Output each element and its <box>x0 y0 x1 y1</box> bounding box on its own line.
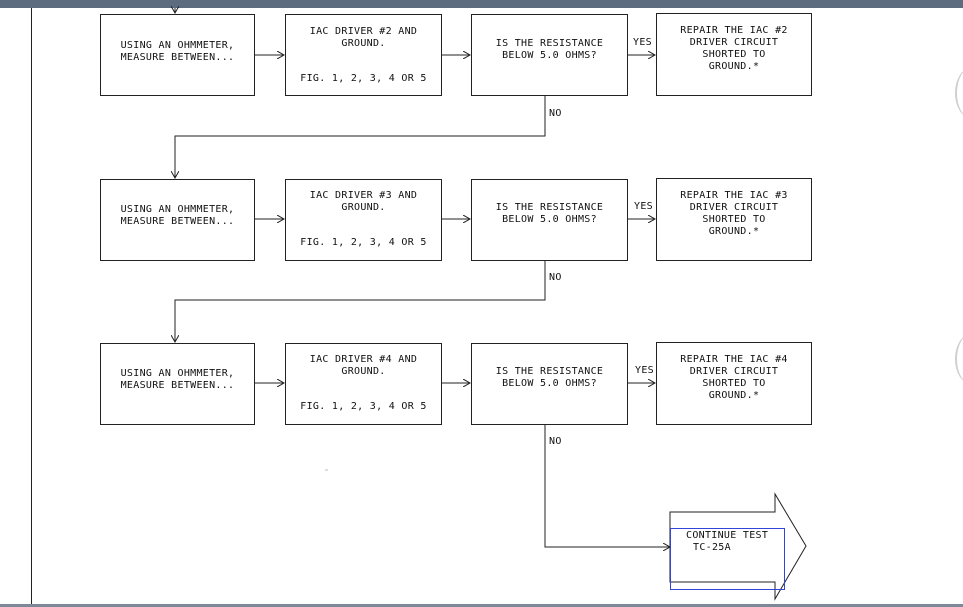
driver-step-box: IAC DRIVER #2 AND GROUND. FIG. 1, 2, 3, … <box>285 14 442 96</box>
yes-label: YES <box>634 201 653 212</box>
repair-line: REPAIR THE IAC #4 <box>680 354 788 365</box>
continue-line: CONTINUE TEST <box>686 530 769 541</box>
connector-line <box>544 424 670 547</box>
question-line: IS THE RESISTANCE <box>495 202 604 213</box>
measure-step-box: USING AN OHMMETER, MEASURE BETWEEN... <box>100 179 255 261</box>
yes-label: YES <box>635 365 654 376</box>
repair-line: SHORTED TO <box>702 214 766 225</box>
repair-line: SHORTED TO <box>702 49 766 60</box>
question-line: IS THE RESISTANCE <box>495 38 604 49</box>
measure-line: MEASURE BETWEEN... <box>120 52 235 63</box>
driver-line: GROUND. <box>341 366 386 377</box>
figure-reference: FIG. 1, 2, 3, 4 OR 5 <box>300 401 427 412</box>
decision-box: IS THE RESISTANCE BELOW 5.0 OHMS? <box>471 343 628 425</box>
no-label: NO <box>549 108 562 119</box>
driver-line: GROUND. <box>341 38 386 49</box>
driver-line: IAC DRIVER #4 AND <box>309 354 418 365</box>
question-line: BELOW 5.0 OHMS? <box>502 214 597 225</box>
adjacent-page-edge <box>955 68 963 118</box>
window-bottom-bar <box>0 604 963 607</box>
repair-line: SHORTED TO <box>702 378 766 389</box>
decision-box: IS THE RESISTANCE BELOW 5.0 OHMS? <box>471 179 628 261</box>
repair-line: REPAIR THE IAC #2 <box>680 25 788 36</box>
repair-line: DRIVER CIRCUIT <box>689 37 779 48</box>
repair-line: GROUND.* <box>708 226 760 237</box>
figure-reference: FIG. 1, 2, 3, 4 OR 5 <box>300 73 427 84</box>
decision-box: IS THE RESISTANCE BELOW 5.0 OHMS? <box>471 14 628 96</box>
continue-arrow-shape <box>669 492 807 601</box>
driver-line: GROUND. <box>341 202 386 213</box>
figure-reference: FIG. 1, 2, 3, 4 OR 5 <box>300 237 427 248</box>
no-label: NO <box>549 272 562 283</box>
yes-label: YES <box>633 37 652 48</box>
question-line: BELOW 5.0 OHMS? <box>502 378 597 389</box>
repair-line: DRIVER CIRCUIT <box>689 202 779 213</box>
right-margin-panel <box>897 8 963 604</box>
measure-step-box: USING AN OHMMETER, MEASURE BETWEEN... <box>100 343 255 425</box>
repair-line: GROUND.* <box>708 390 760 401</box>
repair-box: REPAIR THE IAC #3 DRIVER CIRCUIT SHORTED… <box>656 178 812 261</box>
measure-line: MEASURE BETWEEN... <box>120 380 235 391</box>
repair-box: REPAIR THE IAC #4 DRIVER CIRCUIT SHORTED… <box>656 342 812 425</box>
adjacent-page-edge <box>955 334 963 384</box>
continue-line: TC-25A <box>693 542 731 553</box>
question-line: BELOW 5.0 OHMS? <box>502 50 597 61</box>
measure-line: USING AN OHMMETER, <box>120 204 235 215</box>
measure-line: USING AN OHMMETER, <box>120 368 235 379</box>
connector-line <box>175 260 546 342</box>
measure-line: USING AN OHMMETER, <box>120 40 235 51</box>
repair-line: REPAIR THE IAC #3 <box>680 190 788 201</box>
no-label: NO <box>549 436 562 447</box>
driver-step-box: IAC DRIVER #4 AND GROUND. FIG. 1, 2, 3, … <box>285 343 442 425</box>
selection-highlight[interactable] <box>670 528 785 590</box>
measure-step-box: USING AN OHMMETER, MEASURE BETWEEN... <box>100 14 255 96</box>
driver-step-box: IAC DRIVER #3 AND GROUND. FIG. 1, 2, 3, … <box>285 179 442 261</box>
repair-line: GROUND.* <box>708 61 760 72</box>
repair-line: DRIVER CIRCUIT <box>689 366 779 377</box>
driver-line: IAC DRIVER #2 AND <box>309 26 418 37</box>
question-line: IS THE RESISTANCE <box>495 366 604 377</box>
connector-line <box>175 95 546 178</box>
repair-box: REPAIR THE IAC #2 DRIVER CIRCUIT SHORTED… <box>656 13 812 96</box>
driver-line: IAC DRIVER #3 AND <box>309 190 418 201</box>
measure-line: MEASURE BETWEEN... <box>120 216 235 227</box>
window-top-bar <box>0 0 963 8</box>
